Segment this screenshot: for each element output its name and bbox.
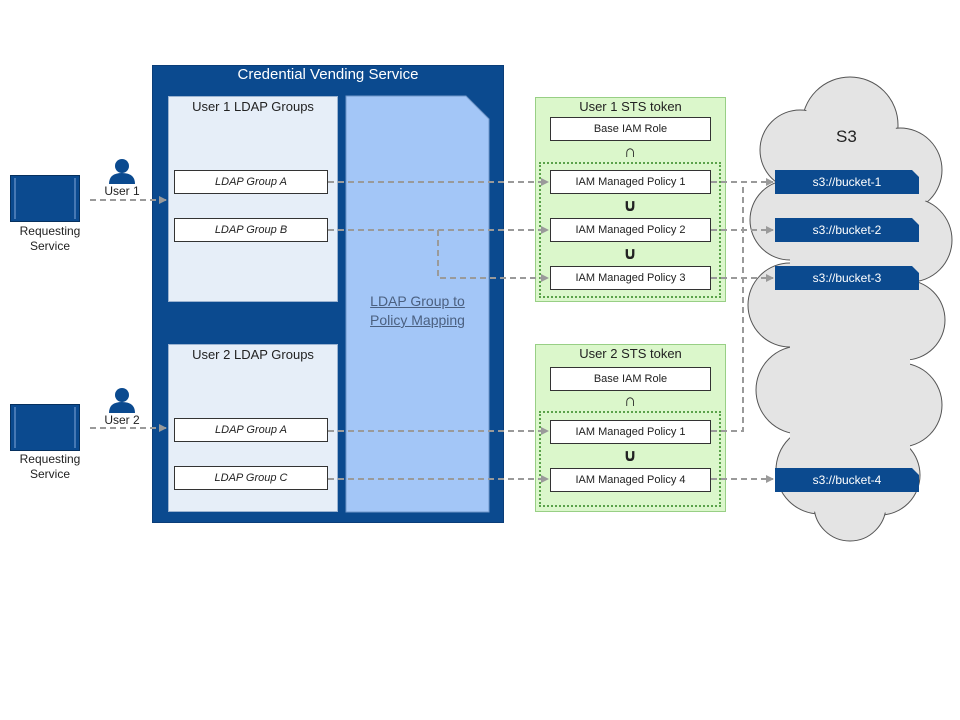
requesting-service-1 xyxy=(10,175,80,222)
user-2-icon xyxy=(107,387,137,413)
server-icon xyxy=(10,404,80,451)
bucket-3: s3://bucket-3 xyxy=(775,266,919,290)
user-1-ldap-group-b: LDAP Group B xyxy=(174,218,328,242)
union-symbol: ∪ xyxy=(623,446,637,465)
user-1-ldap-groups-panel xyxy=(168,96,338,302)
bucket-2-label: s3://bucket-2 xyxy=(812,223,882,237)
intersect-symbol: ∩ xyxy=(623,391,637,410)
cvs-title: Credential Vending Service xyxy=(237,66,419,83)
user-2-label: User 2 xyxy=(104,413,140,427)
user-1-sts-title: User 1 STS token xyxy=(579,99,682,114)
user-2-policy-union-group xyxy=(539,411,721,507)
user-1-icon xyxy=(107,158,137,184)
policy-mapping-label[interactable]: LDAP Group to Policy Mapping xyxy=(370,293,465,328)
user-1-iam-policy-1: IAM Managed Policy 1 xyxy=(550,170,711,194)
user-2-sts-title: User 2 STS token xyxy=(579,346,682,361)
server-icon xyxy=(10,175,80,222)
user-2-ldap-group-a: LDAP Group A xyxy=(174,418,328,442)
user-1-iam-policy-2: IAM Managed Policy 2 xyxy=(550,218,711,242)
arrow-u2-policy-1-to-bucket-1 xyxy=(711,182,744,432)
user-1-base-iam-role: Base IAM Role xyxy=(550,117,711,141)
intersect-symbol: ∩ xyxy=(623,142,637,161)
bucket-1-label: s3://bucket-1 xyxy=(812,175,882,189)
arrow-group-b-to-policy-3 xyxy=(437,230,549,282)
user-1-ldap-groups-title: User 1 LDAP Groups xyxy=(192,99,314,114)
bucket-2: s3://bucket-2 xyxy=(775,218,919,242)
user-1-ldap-group-a: LDAP Group A xyxy=(174,170,328,194)
bucket-4-label: s3://bucket-4 xyxy=(812,473,882,487)
requesting-service-1-label: Requesting Service xyxy=(19,224,81,253)
user-1-iam-policy-3: IAM Managed Policy 3 xyxy=(550,266,711,290)
s3-title: S3 xyxy=(836,127,857,146)
requesting-service-2-label: Requesting Service xyxy=(19,452,81,481)
user-2-iam-policy-1: IAM Managed Policy 1 xyxy=(550,420,711,444)
bucket-3-label: s3://bucket-3 xyxy=(812,271,882,285)
user-2-base-iam-role: Base IAM Role xyxy=(550,367,711,391)
user-1-label: User 1 xyxy=(104,184,140,198)
bucket-4: s3://bucket-4 xyxy=(775,468,919,492)
union-symbol: ∪ xyxy=(623,196,637,215)
bucket-1: s3://bucket-1 xyxy=(775,170,919,194)
user-2-ldap-group-c: LDAP Group C xyxy=(174,466,328,490)
user-2-iam-policy-4: IAM Managed Policy 4 xyxy=(550,468,711,492)
union-symbol: ∪ xyxy=(623,244,637,263)
user-2-ldap-groups-title: User 2 LDAP Groups xyxy=(192,347,314,362)
requesting-service-2 xyxy=(10,404,80,451)
